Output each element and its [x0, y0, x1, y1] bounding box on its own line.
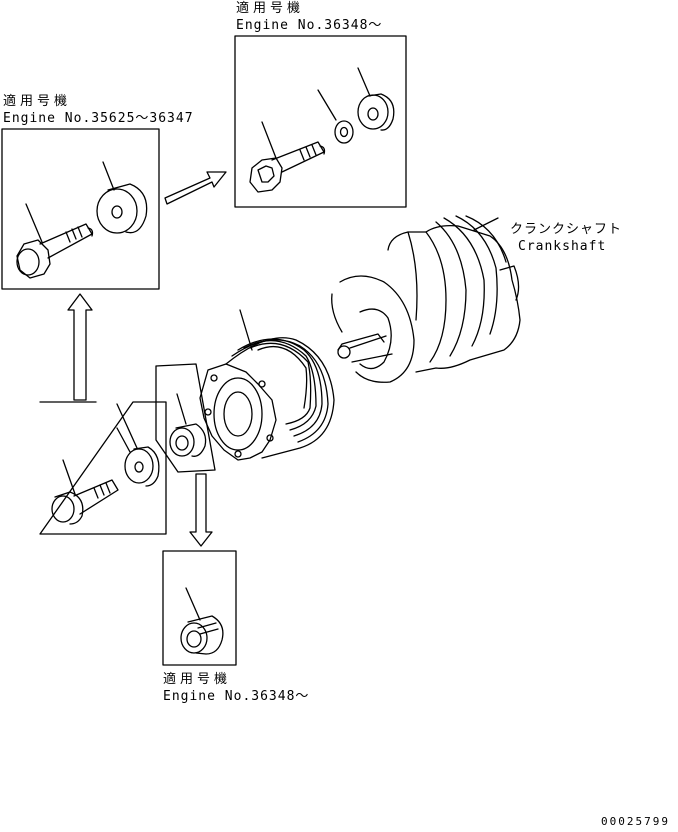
frame-top-right [234, 35, 407, 208]
spacer-top-right [357, 93, 395, 131]
spacer-top-left [96, 183, 148, 234]
engine-number-top-right: Engine No.36348～ [236, 18, 383, 33]
frame-top-left [1, 128, 160, 290]
oil-seal-new [180, 615, 224, 655]
crankshaft-label-en: Crankshaft [518, 239, 607, 254]
document-id: 00025799 [601, 815, 670, 828]
oil-seal [169, 423, 207, 457]
crankshaft-label-jp: クランクシャフト [510, 222, 623, 237]
applicable-serial-label-top-left: 適用号機 [3, 94, 72, 109]
flange-bolt-top-right [249, 141, 326, 193]
arrow-upgrade-left [67, 293, 93, 401]
engine-number-bottom: Engine No.36348～ [163, 689, 310, 704]
engine-number-top-left: Engine No.35625～36347 [3, 111, 194, 126]
bolt-bottom-left [51, 479, 119, 525]
frame-bottom-left [39, 401, 167, 535]
crankshaft [331, 215, 521, 383]
frame-seal [155, 363, 216, 473]
damper-pulley [199, 337, 335, 461]
spacer-bottom-left [124, 446, 160, 487]
flange-bolt-top-left [16, 223, 94, 279]
arrow-upgrade-top [164, 171, 227, 205]
washer-top-right [334, 120, 354, 144]
applicable-serial-label-bottom: 適用号機 [163, 672, 232, 687]
arrow-upgrade-bottom [189, 473, 213, 547]
frame-bottom [162, 550, 237, 666]
applicable-serial-label-top-right: 適用号機 [236, 1, 305, 16]
